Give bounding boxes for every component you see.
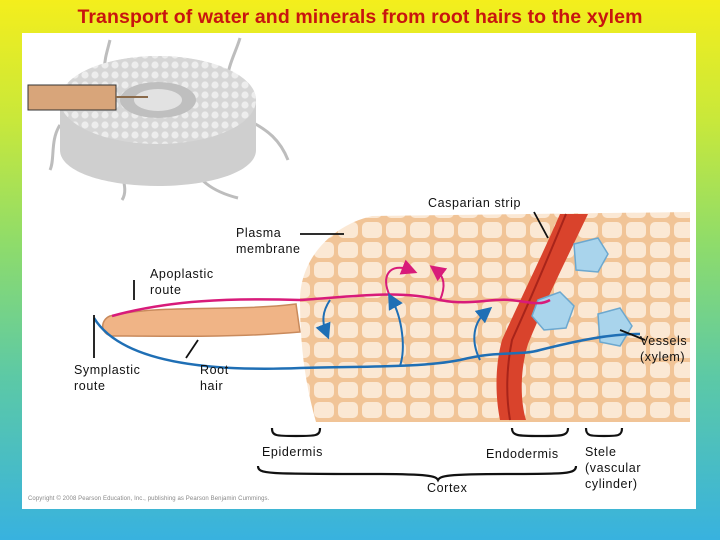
label-root-hair: Root hair [200,362,240,394]
label-symplastic-route: Symplastic route [74,362,150,394]
label-cortex: Cortex [427,480,467,496]
label-apoplastic-route: Apoplastic route [150,266,224,298]
label-stele: Stele (vascular cylinder) [585,444,661,492]
label-casparian-strip: Casparian strip [428,195,521,211]
label-endodermis: Endodermis [486,446,559,462]
label-epidermis: Epidermis [262,444,323,460]
root-hair-shape [103,304,300,336]
tissue-cells-region [300,212,690,422]
label-vessels-xylem: Vessels (xylem) [640,333,696,365]
highlighted-section-box [28,85,116,110]
label-plasma-membrane: Plasma membrane [236,225,308,257]
copyright-notice: Copyright © 2008 Pearson Education, Inc.… [28,496,269,502]
root-cross-section-illustration [50,38,288,200]
